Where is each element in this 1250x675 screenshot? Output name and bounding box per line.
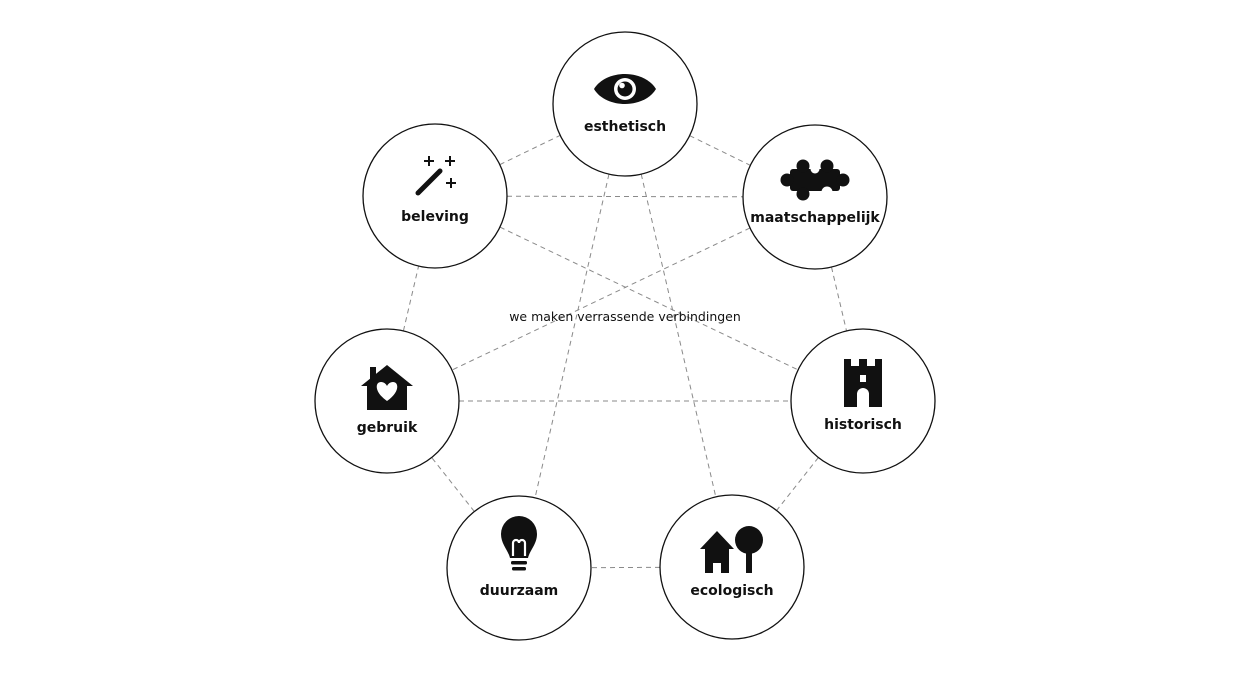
node-duurzaam: duurzaam	[446, 495, 592, 641]
node-label: duurzaam	[480, 583, 559, 599]
connector-beleving-historisch	[434, 195, 864, 402]
connector-esthetisch-duurzaam	[518, 103, 626, 569]
node-beleving: beleving	[362, 123, 508, 269]
node-label: historisch	[824, 417, 902, 433]
house-heart-icon	[361, 365, 413, 410]
node-label: esthetisch	[584, 119, 666, 135]
node-historisch: historisch	[790, 328, 936, 474]
node-esthetisch: esthetisch	[552, 31, 698, 177]
node-circle	[362, 123, 508, 269]
node-circle	[659, 494, 805, 640]
house-tree-icon	[700, 526, 763, 573]
node-label: ecologisch	[690, 583, 773, 599]
node-gebruik: gebruik	[314, 328, 460, 474]
lightbulb-icon	[501, 516, 537, 571]
node-maatschappelijk: maatschappelijk	[742, 124, 888, 270]
connector-esthetisch-ecologisch	[624, 103, 733, 568]
eye-icon	[594, 74, 656, 104]
node-label: beleving	[401, 209, 469, 225]
connector-maatschappelijk-gebruik	[386, 196, 816, 402]
node-circle	[742, 124, 888, 270]
magic-wand-icon	[415, 156, 456, 196]
node-label: gebruik	[357, 420, 418, 436]
puzzle-icon	[780, 159, 850, 201]
castle-tower-icon	[844, 359, 882, 407]
node-ecologisch: ecologisch	[659, 494, 805, 640]
node-label: maatschappelijk	[750, 210, 880, 226]
center-caption: we maken verrassende verbindingen	[509, 309, 741, 324]
